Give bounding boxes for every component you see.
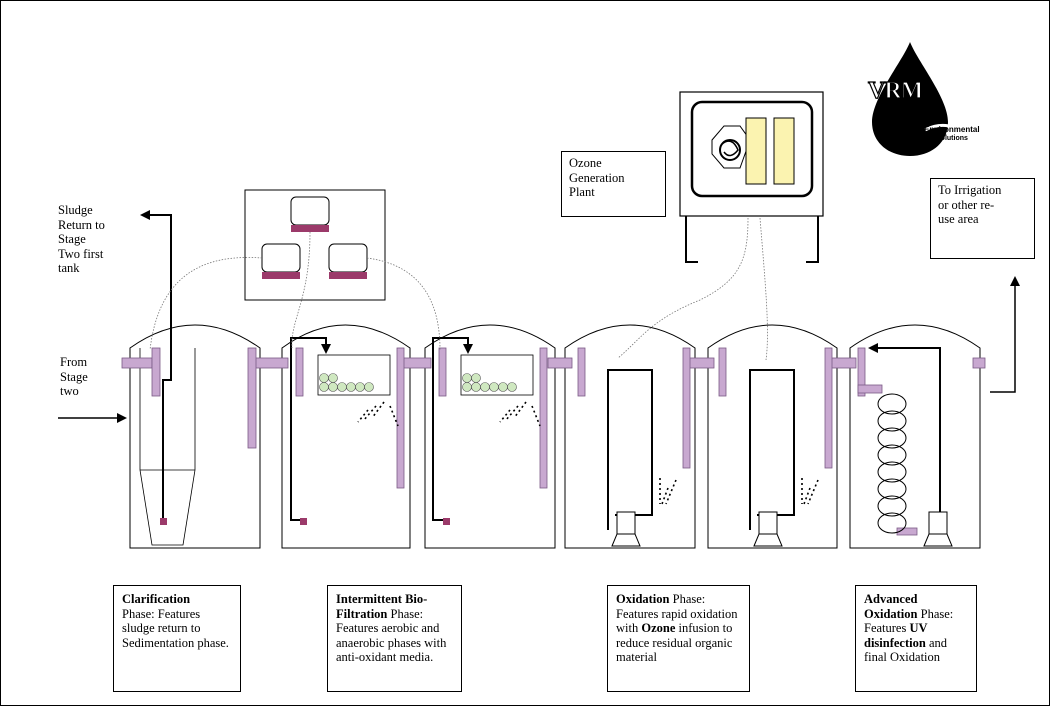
control-wires — [149, 217, 768, 361]
tank3-media — [462, 373, 517, 392]
tank4-pump — [611, 511, 641, 547]
tank5-aeration — [801, 478, 819, 505]
phase-text: Phase: Features rapid oxidation with — [616, 592, 738, 635]
tank-4 — [564, 324, 696, 549]
from-stage-label: From Stage two — [60, 355, 88, 398]
tank6-return-pipe — [868, 343, 941, 520]
phase-title: Oxidation — [616, 592, 670, 606]
sludge-intake — [160, 518, 167, 525]
phase-title: Clarification — [122, 592, 191, 606]
biofiltration-phase-box: Intermittent Bio-Filtration Phase: Featu… — [327, 585, 462, 692]
tank5-ozone-line — [749, 369, 795, 530]
sludge-return-label: Sludge Return to Stage Two first tank — [58, 203, 105, 275]
transfer-pipes — [121, 357, 986, 369]
phase-text-end: infusion to reduce residual organic mate… — [616, 621, 733, 664]
tank2-aeration — [357, 401, 399, 427]
uv-coil — [877, 393, 907, 534]
to-irrigation-label: To Irrigation or other re- use area — [930, 178, 1035, 259]
phase-text: Phase: Features aerobic and anaerobic ph… — [336, 606, 447, 665]
advanced-oxidation-phase-box: Advanced Oxidation Phase: Features UV di… — [855, 585, 977, 692]
clarifier-cone — [139, 348, 196, 546]
logo-line-1: Environmental — [924, 125, 980, 134]
phase-title: Advanced Oxidation — [864, 592, 918, 621]
clarification-phase-box: Clarification Phase: Features sludge ret… — [113, 585, 241, 692]
tank2-media — [319, 373, 374, 392]
logo-letters: VRM — [867, 77, 924, 104]
logo-line-2: Solutions — [936, 135, 968, 142]
controller-panel — [244, 189, 386, 301]
vrm-logo-icon — [872, 42, 966, 156]
tank4-aeration — [659, 478, 677, 505]
ozone-generator — [679, 91, 824, 263]
tank3-aeration — [499, 401, 541, 427]
phase-title: Intermittent Bio-Filtration — [336, 592, 428, 621]
oxidation-phase-box: Oxidation Phase: Features rapid oxidatio… — [607, 585, 750, 692]
phase-text-end: and final Oxidation — [864, 635, 947, 665]
tank6-pump — [923, 511, 953, 547]
tank-6 — [849, 324, 981, 549]
tank5-pump — [753, 511, 783, 547]
ozone-plant-label: Ozone Generation Plant — [561, 151, 666, 217]
tank-5 — [707, 324, 838, 549]
tank2-recirc — [290, 337, 331, 521]
phase-emphasis: Ozone — [641, 621, 676, 635]
outlet-arrow — [990, 276, 1020, 393]
tank3-intake — [443, 518, 450, 525]
phase-text: Phase: Features sludge return to Sedimen… — [122, 606, 229, 650]
tank3-recirc — [432, 337, 473, 521]
sludge-return-pipe — [140, 210, 172, 520]
tank2-intake — [300, 518, 307, 525]
phase-text: Phase: Features — [864, 606, 954, 636]
tank4-ozone-line — [607, 369, 653, 530]
phase-emphasis: UV disinfection — [864, 621, 928, 650]
baffles — [151, 347, 918, 536]
